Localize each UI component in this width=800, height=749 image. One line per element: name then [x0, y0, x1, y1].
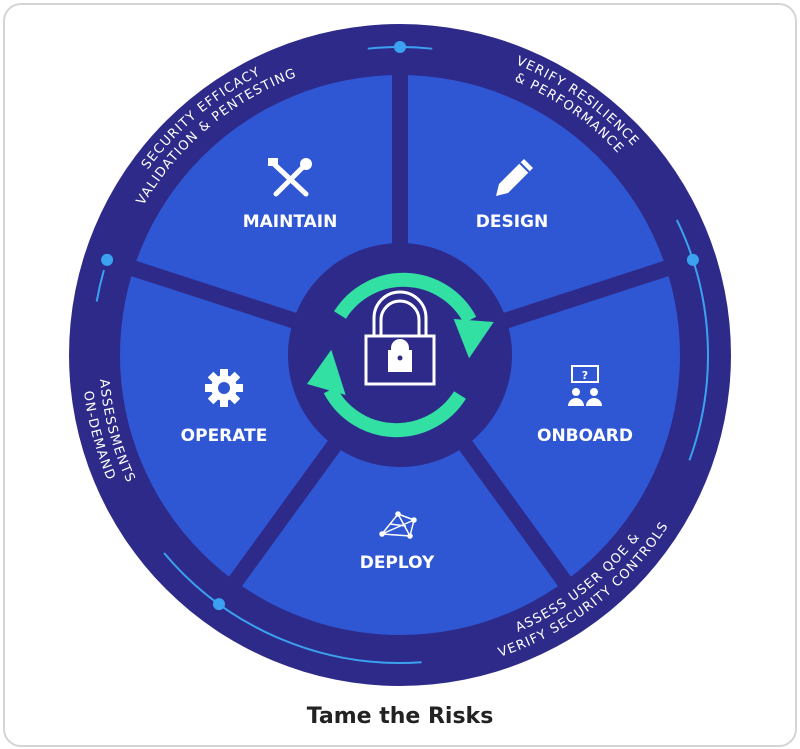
- accent-dot: [101, 253, 114, 266]
- segment-divider: [492, 257, 679, 332]
- segment-label-operate: OPERATE: [181, 426, 268, 446]
- people-chat-icon: ?: [568, 365, 602, 406]
- accent-dot: [394, 41, 406, 53]
- network-icon: [379, 511, 417, 539]
- segment-divider: [121, 257, 308, 332]
- diagram-caption: Tame the Risks: [306, 704, 494, 729]
- segment-label-onboard: ONBOARD: [537, 426, 633, 446]
- segment-divider: [452, 431, 577, 595]
- accent-dot: [686, 253, 699, 266]
- gear-icon: [205, 369, 243, 407]
- accent-arc: [675, 219, 709, 461]
- pencil-icon: [496, 159, 533, 196]
- accent-arc: [163, 552, 422, 664]
- accent-arc: [95, 269, 105, 302]
- svg-text:?: ?: [582, 369, 588, 382]
- card-frame: [3, 3, 797, 747]
- tools-icon: [268, 158, 312, 197]
- segment-label-maintain: MAINTAIN: [243, 212, 338, 232]
- lock-refresh-icon: [306, 272, 494, 438]
- accent-dot: [212, 598, 225, 611]
- segment-label-deploy: DEPLOY: [360, 553, 435, 573]
- segment-label-design: DESIGN: [476, 212, 548, 232]
- segment-divider: [223, 431, 348, 595]
